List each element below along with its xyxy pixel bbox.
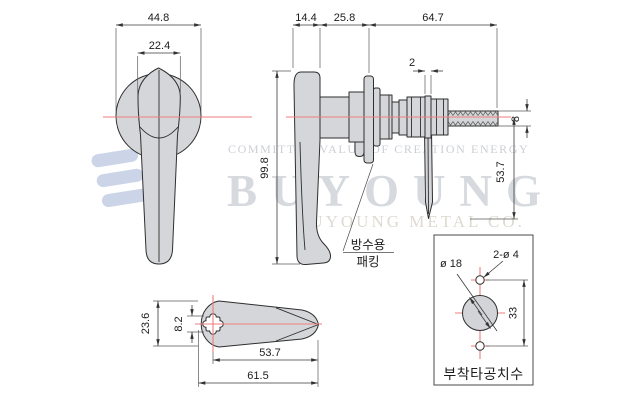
dim-shaft-length: 64.7 xyxy=(422,12,443,24)
screw-hole-top xyxy=(475,275,485,285)
watermark-brand: BUYOUNG xyxy=(227,166,555,216)
buyoung-logo-icon xyxy=(91,148,149,208)
detail-caption: 부착타공치수 xyxy=(443,366,523,382)
dim-head-depth: 14.4 xyxy=(295,12,316,24)
grip-contour xyxy=(299,141,306,251)
dim-screw-holes: 2-ø 4 xyxy=(493,249,519,261)
dim-bottom-width: 23.6 xyxy=(140,313,152,334)
bottom-view: 23.6 8.2 53.7 61.5 xyxy=(140,295,322,387)
front-view: 44.8 22.4 xyxy=(103,12,252,265)
dim-spindle-hole: 8.2 xyxy=(173,316,185,331)
dim-front-width-outer: 44.8 xyxy=(148,12,169,24)
dim-cam-reach: 53.7 xyxy=(495,161,507,182)
dim-taper-length: 53.7 xyxy=(259,347,280,359)
dim-total-length: 61.5 xyxy=(247,370,268,382)
packing-flange xyxy=(363,75,374,164)
watermark-company: BUYOUNG METAL CO. xyxy=(296,212,525,231)
packing-label-line1: 방수용 xyxy=(351,238,386,252)
packing-label-line2: 패킹 xyxy=(356,255,379,269)
cam-bracket xyxy=(354,137,365,157)
side-view: 14.4 25.8 64.7 2 8 99.8 53.7 방수용 패킹 xyxy=(259,12,531,269)
screw-hole-bottom xyxy=(475,341,485,351)
dim-total-height: 99.8 xyxy=(259,157,271,178)
dim-rod-diameter: 8 xyxy=(510,116,522,122)
dim-hole-pitch: 33 xyxy=(508,307,520,319)
thread-hatch xyxy=(448,111,498,126)
dim-main-hole: ø 18 xyxy=(440,258,462,270)
main-hole xyxy=(462,295,498,331)
dim-neck-length: 25.8 xyxy=(334,12,355,24)
mounting-detail: ø 18 2-ø 4 33 부착타공치수 xyxy=(433,234,534,386)
dim-front-width-inner: 22.4 xyxy=(149,40,170,52)
dim-cam-spacer: 2 xyxy=(409,57,415,69)
